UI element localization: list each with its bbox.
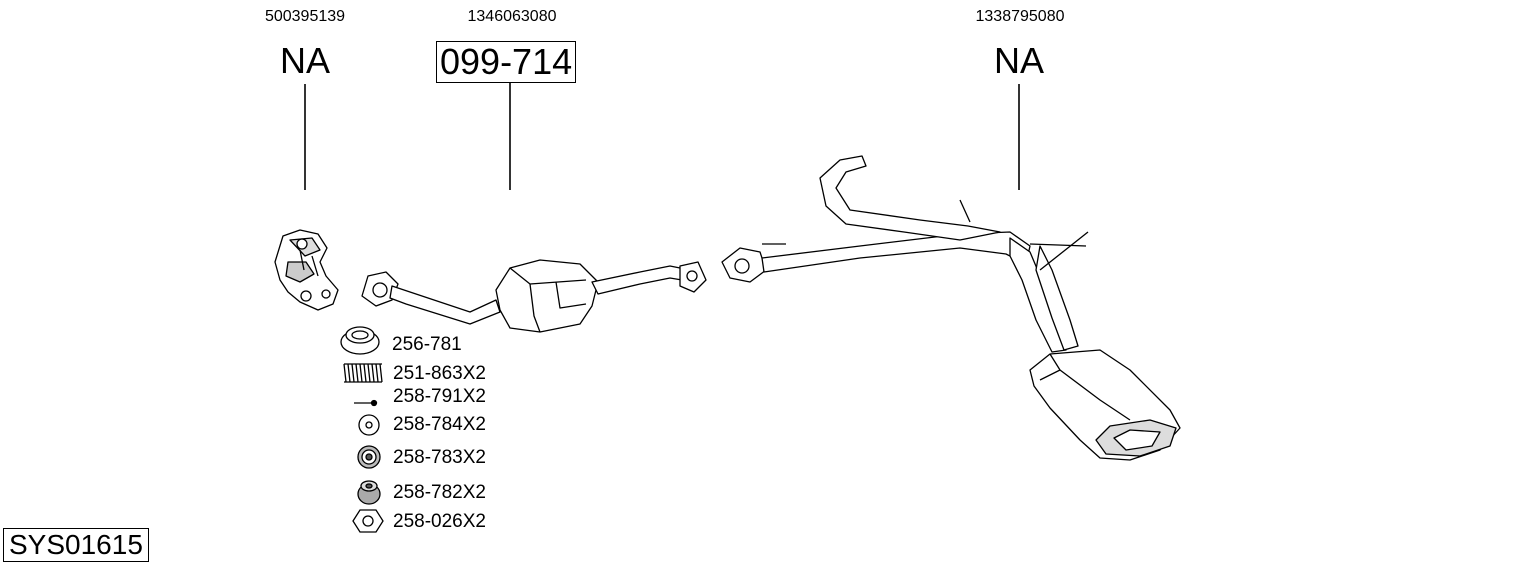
accessory-label-bolt[interactable]: 258-791X2 [393, 386, 486, 407]
accessory-label-washer[interactable]: 258-784X2 [393, 414, 486, 435]
oem-number-manifold: 500395139 [264, 8, 346, 25]
rear-silencer-drawing[interactable] [721, 155, 1181, 461]
part-code-catalyst[interactable]: 099-714 [436, 41, 577, 83]
rubber-mount-icon [357, 445, 381, 469]
leader-lines [304, 82, 1020, 190]
catalyst-pipe-drawing[interactable] [361, 259, 707, 333]
spring-icon [343, 363, 383, 383]
accessory-label-rubber-bush[interactable]: 258-782X2 [393, 482, 486, 503]
accessory-icons [340, 326, 384, 533]
accessory-label-rubber-mount[interactable]: 258-783X2 [393, 447, 486, 468]
system-code-box: SYS01615 [3, 528, 149, 562]
rubber-bush-icon [357, 480, 381, 505]
part-code-manifold[interactable]: NA [279, 40, 330, 81]
gasket-ring-icon [340, 326, 380, 355]
exhaust-manifold-drawing[interactable] [274, 229, 339, 311]
accessory-label-spring[interactable]: 251-863X2 [393, 363, 486, 384]
hex-nut-icon [352, 509, 384, 533]
part-code-rear-silencer[interactable]: NA [993, 40, 1044, 81]
oem-number-catalyst: 1346063080 [467, 8, 557, 25]
oem-number-rear-silencer: 1338795080 [975, 8, 1065, 25]
accessory-label-gasket[interactable]: 256-781 [392, 334, 462, 355]
washer-icon [358, 414, 380, 436]
accessory-label-hex-nut[interactable]: 258-026X2 [393, 511, 486, 532]
bolt-icon [354, 399, 378, 407]
